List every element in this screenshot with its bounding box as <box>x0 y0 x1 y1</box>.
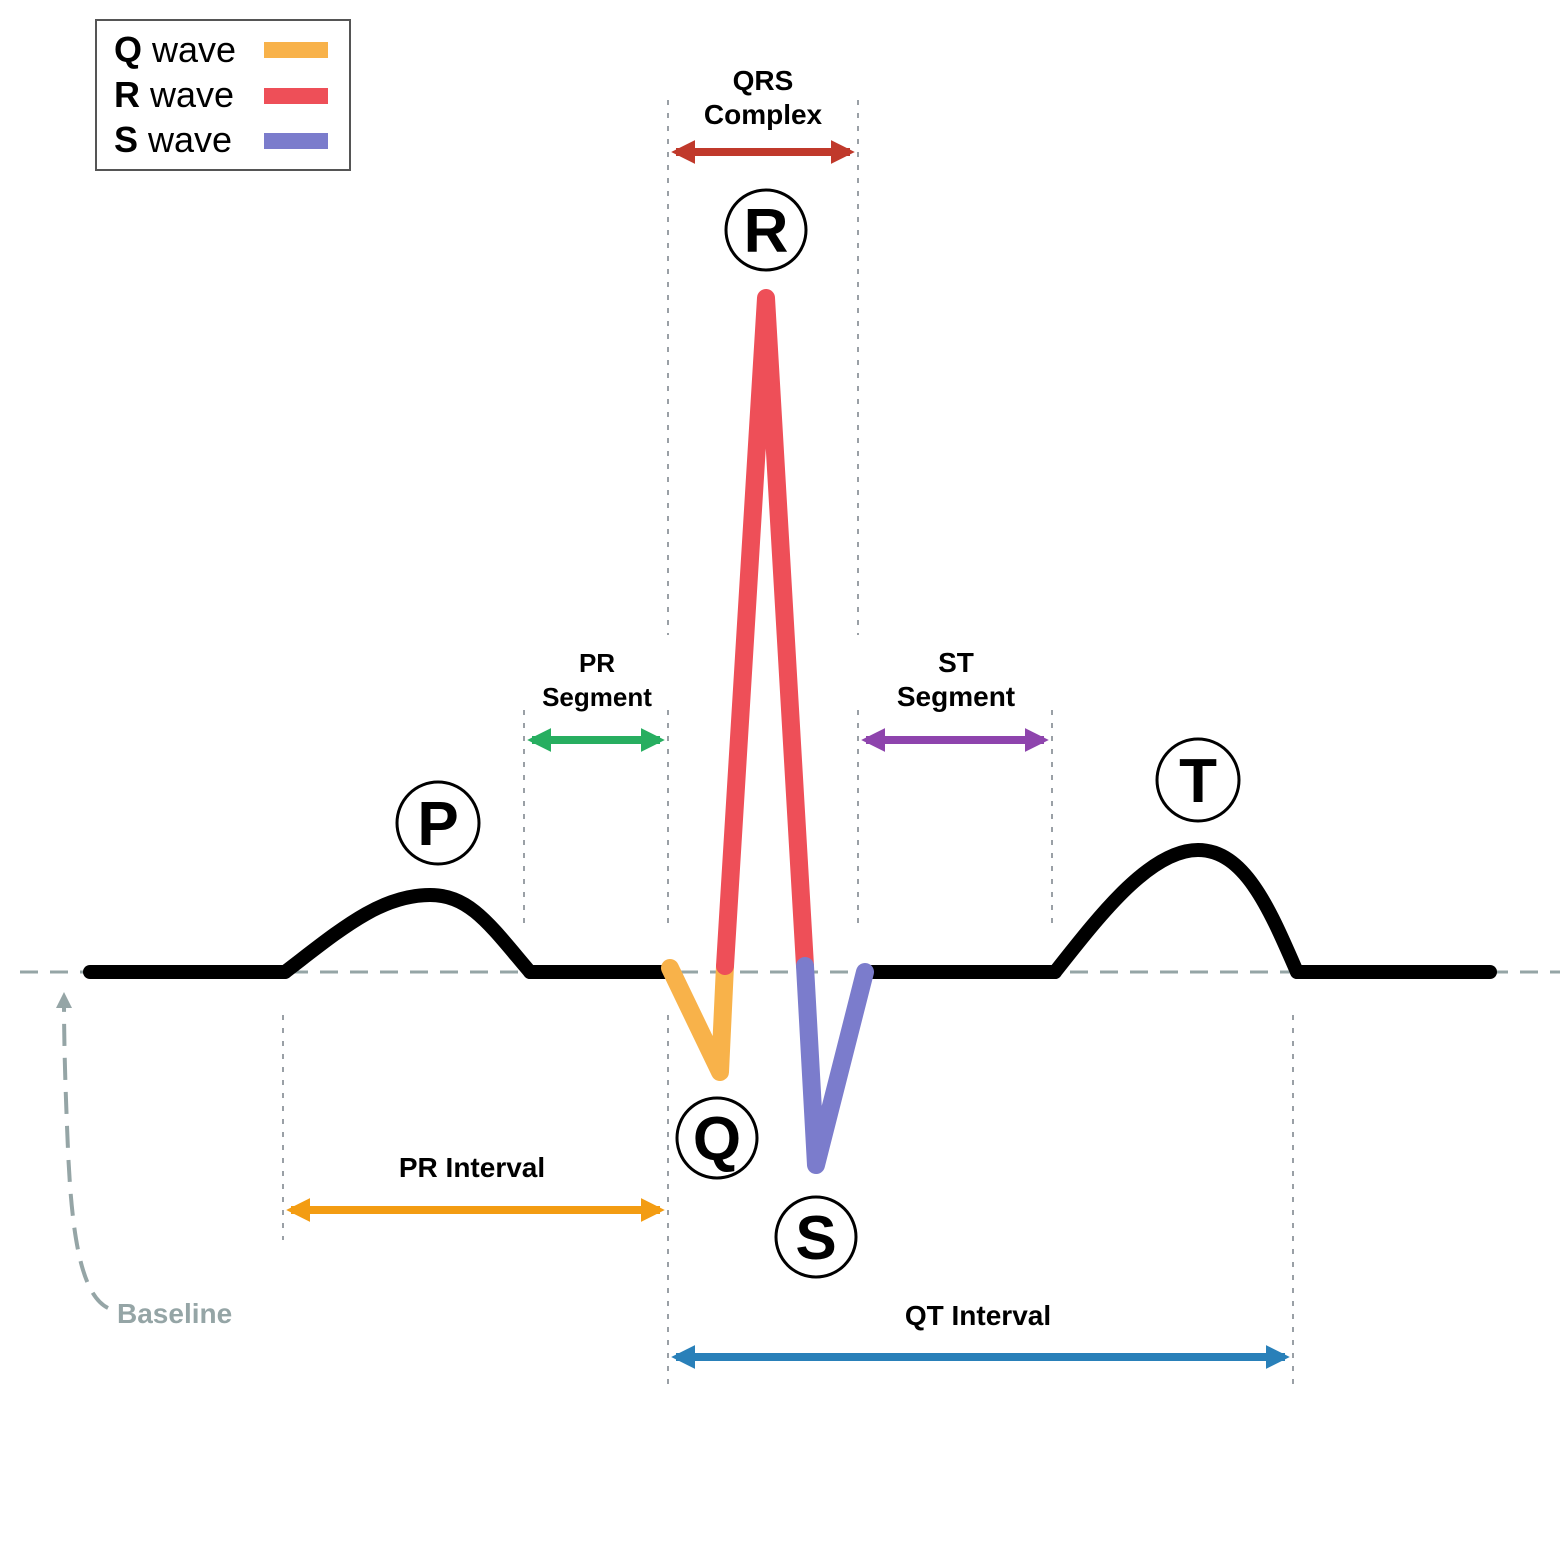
legend-q-swatch <box>264 42 328 58</box>
st-segment-label-line2: Segment <box>897 681 1015 712</box>
qrs-complex-label-line2: Complex <box>704 99 823 130</box>
st-segment-label-line1: ST <box>938 647 974 678</box>
q-wave-trace <box>661 957 734 1081</box>
s-wave-letter: S <box>795 1204 836 1273</box>
qrs-trace <box>661 289 874 1174</box>
r-wave-letter: R <box>744 197 789 266</box>
legend: Q wave R wave S wave <box>95 19 351 171</box>
legend-r-label: R wave <box>114 74 234 115</box>
p-wave-letter: P <box>417 790 458 859</box>
ecg-trace <box>83 843 1497 979</box>
guide-lines <box>282 100 1294 1390</box>
pr-segment-label-line2: Segment <box>542 682 652 712</box>
qt-interval-annotation: QT Interval <box>671 1300 1290 1369</box>
baseline-label: Baseline <box>117 1298 232 1329</box>
pr-segment-label-line1: PR <box>579 648 615 678</box>
wave-labels: P Q R S T <box>395 188 1241 1279</box>
pr-segment-annotation: PR Segment <box>527 648 665 752</box>
baseline-pointer <box>56 992 110 1310</box>
q-wave-letter: Q <box>693 1105 741 1174</box>
r-wave-label: R <box>724 188 808 272</box>
s-wave-trace <box>796 957 874 1174</box>
trace-p-wave <box>278 888 537 979</box>
qrs-complex-label-line1: QRS <box>733 65 794 96</box>
qt-interval-label: QT Interval <box>905 1300 1051 1331</box>
r-wave-trace <box>716 289 814 975</box>
s-wave-label: S <box>774 1195 858 1279</box>
trace-t-wave <box>1048 843 1304 979</box>
legend-r-swatch <box>264 88 328 104</box>
pr-interval-label: PR Interval <box>399 1152 545 1183</box>
t-wave-label: T <box>1155 737 1241 823</box>
qrs-complex-annotation: QRS Complex <box>671 65 855 164</box>
pr-interval-annotation: PR Interval <box>286 1152 665 1222</box>
t-wave-letter: T <box>1179 747 1217 816</box>
legend-s-label: S wave <box>114 119 232 160</box>
st-segment-annotation: ST Segment <box>861 647 1049 752</box>
q-wave-label: Q <box>675 1096 759 1180</box>
legend-q-label: Q wave <box>114 29 236 70</box>
legend-s-swatch <box>264 133 328 149</box>
p-wave-label: P <box>395 780 481 866</box>
baseline-annotation: Baseline <box>56 992 232 1329</box>
